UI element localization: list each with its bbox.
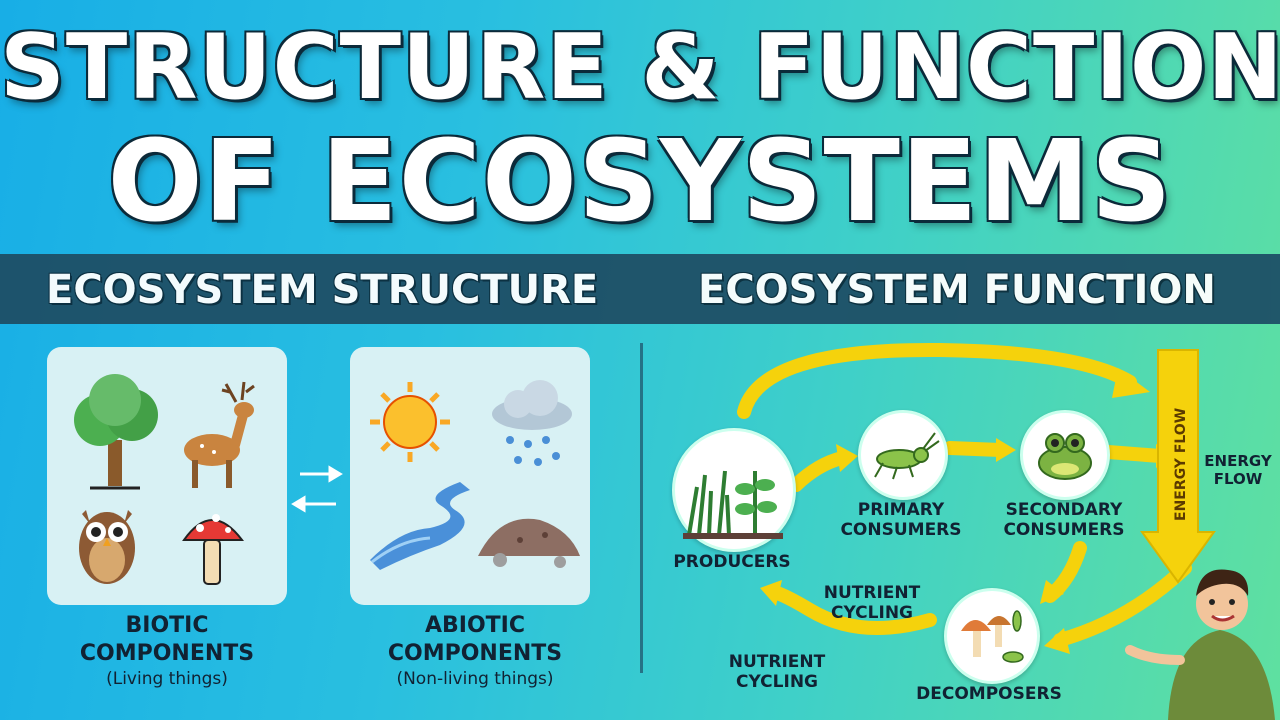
river-icon bbox=[370, 482, 470, 570]
nutrient-cycling-upper-label: NUTRIENT CYCLING bbox=[812, 583, 932, 623]
abiotic-line1: ABIOTIC bbox=[424, 613, 526, 638]
biotic-sub: (Living things) bbox=[106, 669, 228, 689]
energy-flow-arrow bbox=[1140, 349, 1216, 584]
secondary-consumers-label: SECONDARY CONSUMERS bbox=[994, 500, 1134, 540]
nutrient-lower-line2: CYCLING bbox=[736, 672, 818, 692]
primary-line2: CONSUMERS bbox=[840, 520, 962, 540]
decomposers-label: DECOMPOSERS bbox=[916, 684, 1062, 704]
energy-flow-line2: FLOW bbox=[1213, 470, 1263, 488]
primary-consumers-label: PRIMARY CONSUMERS bbox=[836, 500, 966, 540]
grass-icon bbox=[683, 470, 783, 539]
exchange-arrows-icon bbox=[291, 465, 343, 513]
main-title-line1: STRUCTURE & FUNCTION bbox=[0, 15, 1280, 120]
biotic-label: BIOTIC COMPONENTS (Living things) bbox=[47, 612, 287, 690]
decomposers-circle bbox=[944, 588, 1040, 684]
nutrient-cycling-lower-label: NUTRIENT CYCLING bbox=[718, 652, 836, 692]
section-header-band: ECOSYSTEM STRUCTURE ECOSYSTEM FUNCTION bbox=[0, 254, 1280, 324]
guide-character-icon bbox=[1125, 569, 1275, 720]
tree-icon bbox=[74, 374, 158, 490]
structure-heading: ECOSYSTEM STRUCTURE bbox=[46, 267, 599, 313]
biotic-line1: BIOTIC bbox=[125, 613, 209, 638]
rain-cloud-icon bbox=[492, 380, 572, 466]
soil-icon bbox=[478, 518, 580, 568]
main-title-line2: OF ECOSYSTEMS bbox=[107, 117, 1173, 247]
mushroom-icon bbox=[182, 514, 245, 585]
primary-line1: PRIMARY bbox=[857, 500, 945, 520]
biotic-line2: COMPONENTS bbox=[79, 641, 255, 666]
secondary-line2: CONSUMERS bbox=[1003, 520, 1125, 540]
secondary-line1: SECONDARY bbox=[1005, 500, 1123, 520]
abiotic-line2: COMPONENTS bbox=[387, 641, 563, 666]
nutrient-upper-line2: CYCLING bbox=[831, 603, 913, 623]
owl-icon bbox=[79, 510, 135, 584]
producers-label: PRODUCERS bbox=[673, 552, 791, 572]
frog-circle bbox=[1020, 410, 1110, 500]
sun-icon bbox=[370, 382, 450, 462]
energy-flow-arrow-label: ENERGY FLOW bbox=[1173, 407, 1189, 521]
cycle-arrowheads bbox=[760, 368, 1176, 654]
grasshopper-circle bbox=[858, 410, 948, 500]
frog-icon bbox=[1038, 433, 1092, 480]
abiotic-label: ABIOTIC COMPONENTS (Non-living things) bbox=[350, 612, 600, 690]
mushrooms-bacteria-icon bbox=[961, 610, 1024, 663]
function-heading: ECOSYSTEM FUNCTION bbox=[698, 267, 1216, 313]
energy-flow-label: ENERGY FLOW bbox=[1196, 452, 1280, 488]
nutrient-upper-line1: NUTRIENT bbox=[823, 583, 921, 603]
section-divider bbox=[640, 343, 643, 673]
grasshopper-icon bbox=[874, 432, 940, 480]
abiotic-sub: (Non-living things) bbox=[396, 669, 554, 689]
energy-flow-line1: ENERGY bbox=[1204, 452, 1272, 470]
deer-icon bbox=[184, 381, 255, 488]
producers-circle bbox=[672, 428, 796, 552]
nutrient-lower-line1: NUTRIENT bbox=[728, 652, 826, 672]
